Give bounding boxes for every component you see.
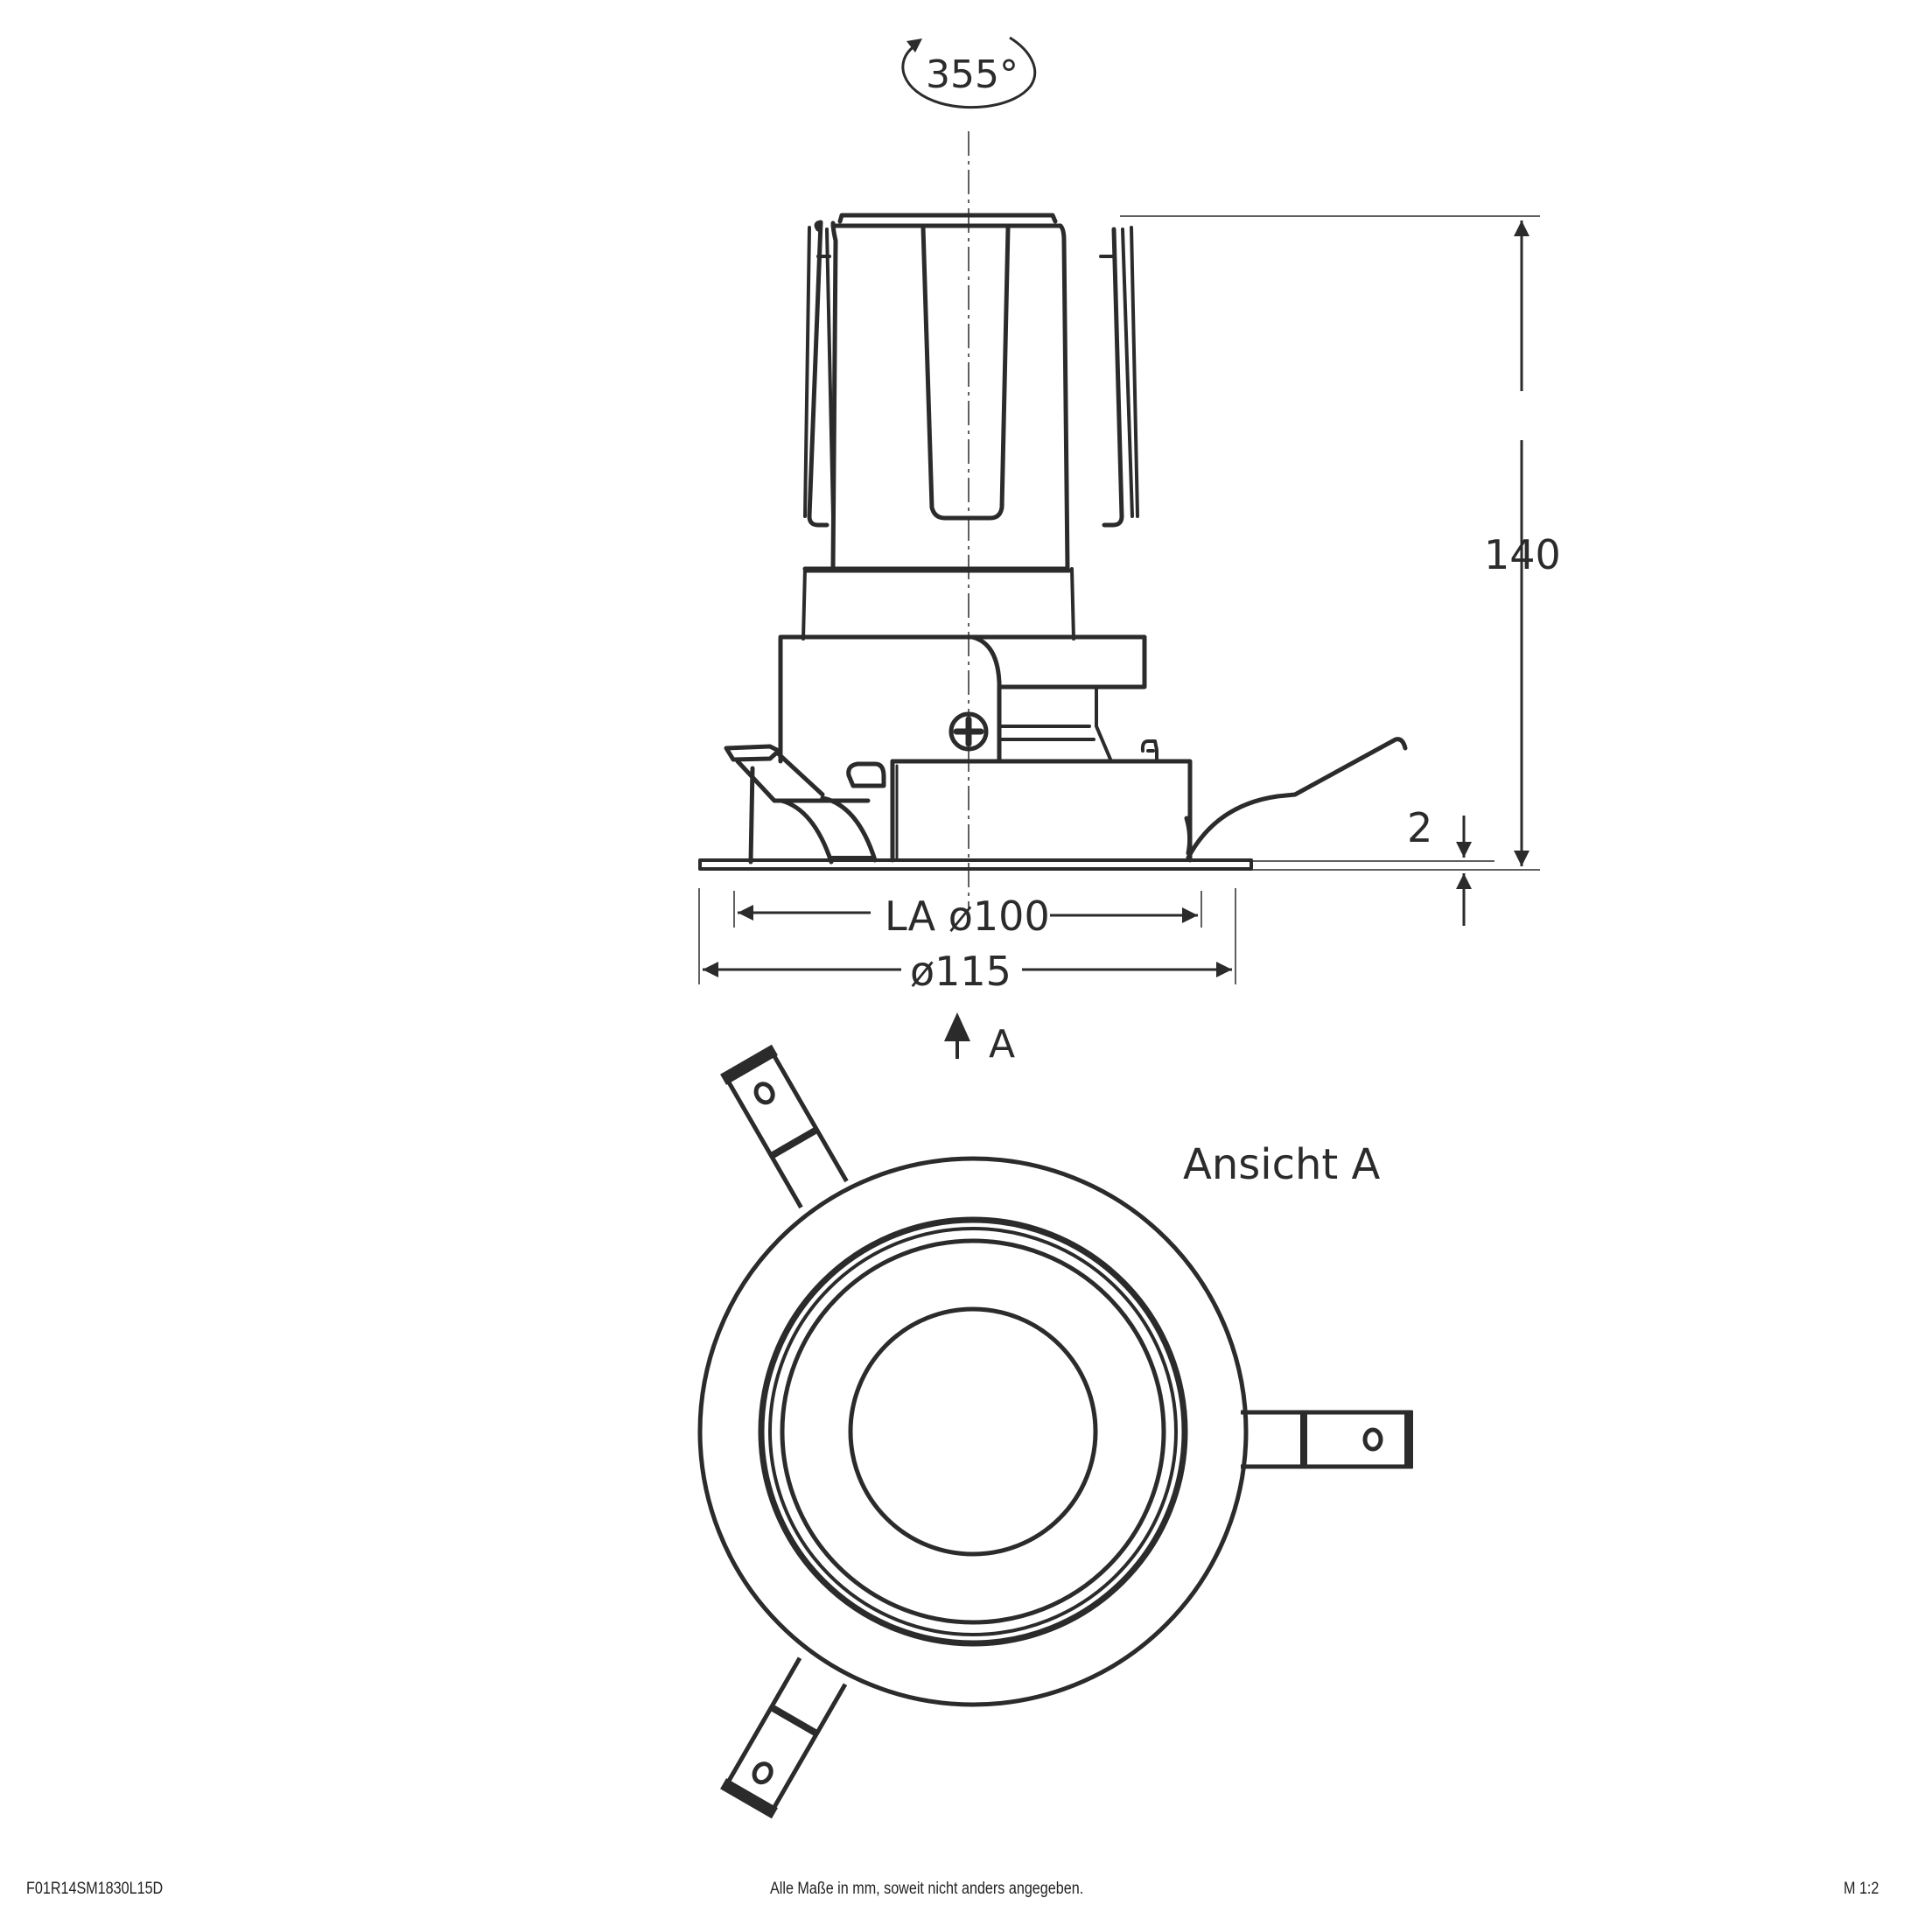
height-dimension-label: 140 (1484, 531, 1561, 578)
cutout-dimension-label: LA ø100 (885, 893, 1050, 940)
article-number: F01R14SM1830L15D (26, 1880, 164, 1898)
rotation-arrow-icon (906, 39, 922, 53)
mounting-tab-right (1241, 1410, 1413, 1469)
outer-diameter-label: ø115 (910, 948, 1012, 995)
bottom-view (697, 1044, 1413, 1819)
view-arrow-icon (944, 1012, 970, 1041)
screw-icon (948, 711, 989, 752)
mounting-tab-lower-left (720, 1656, 848, 1819)
scale-label: M 1:2 (1844, 1880, 1880, 1898)
view-marker-label: A (989, 1022, 1015, 1067)
rotation-indicator: 355° (901, 36, 1037, 109)
mounting-tab-upper-left (720, 1044, 849, 1209)
dimension-note: Alle Maße in mm, soweit nicht anders ang… (770, 1880, 1084, 1898)
view-title: Ansicht A (1183, 1140, 1380, 1189)
dimensions (698, 215, 1540, 1059)
flange-dimension-label: 2 (1407, 804, 1432, 851)
rotation-label: 355° (926, 53, 1018, 97)
side-view (698, 213, 1408, 871)
